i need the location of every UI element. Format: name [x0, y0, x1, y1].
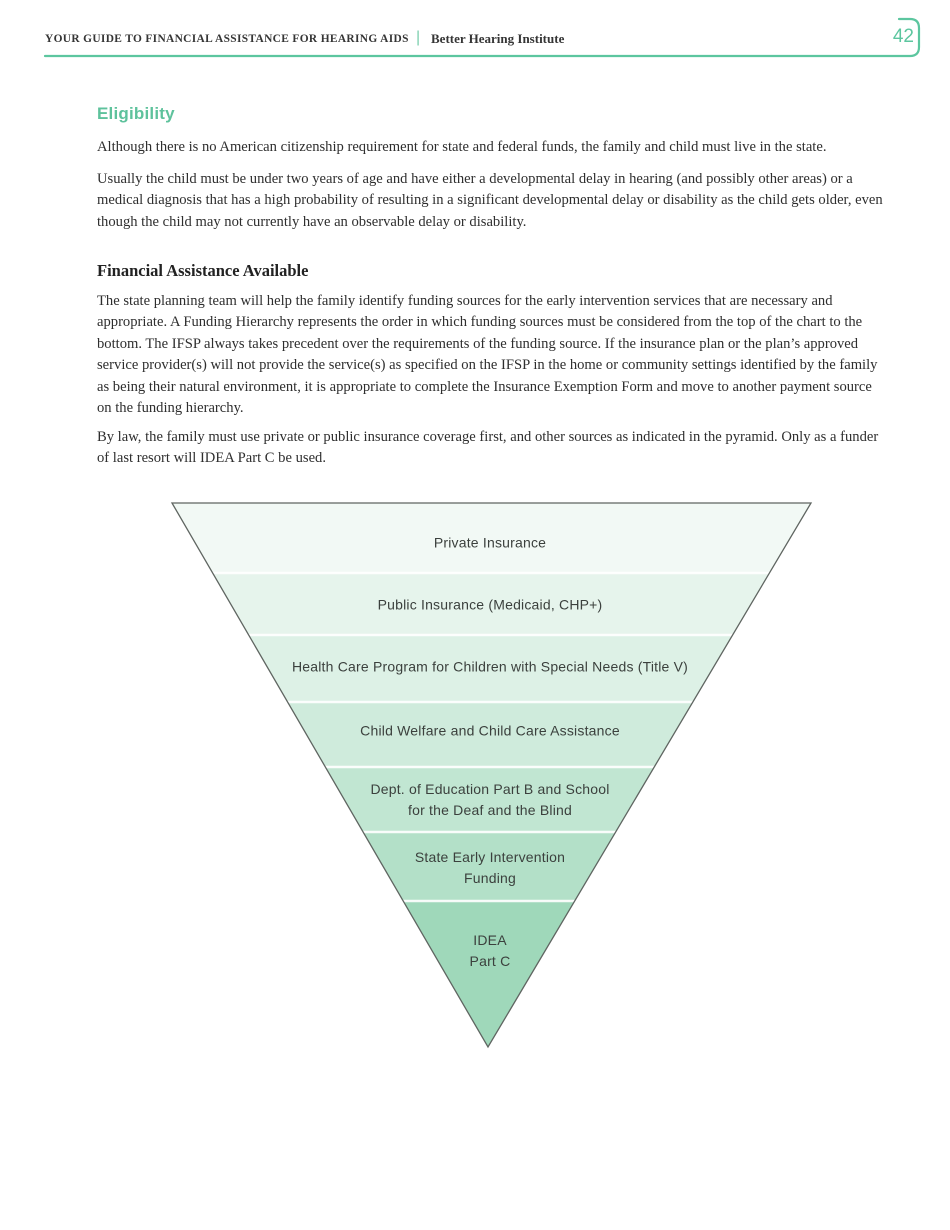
section-heading-financial-assistance: Financial Assistance Available [97, 261, 309, 280]
pyramid-band [172, 573, 811, 635]
pyramid-band [172, 901, 811, 1047]
financial-paragraph-1: The state planning team will help the fa… [97, 293, 878, 417]
pyramid-level-6-label: State Early Intervention Funding [414, 849, 566, 886]
pyramid-level-3-label: Health Care Program for Children with Sp… [291, 658, 689, 675]
pyramid-outline [170, 502, 813, 1049]
page-number: 42 [892, 26, 914, 47]
header-org-name: Better Hearing Institute [431, 31, 565, 46]
section-heading-eligibility: Eligibility [97, 104, 175, 123]
header-divider: | [416, 29, 421, 46]
financial-paragraph-2: By law, the family must use private or p… [97, 429, 879, 467]
eligibility-paragraph-2: Usually the child must be under two year… [97, 171, 883, 230]
pyramid-level-4-label: Child Welfare and Child Care Assistance [360, 722, 620, 739]
pyramid-level-2-label: Public Insurance (Medicaid, CHP+) [377, 596, 603, 613]
eligibility-paragraph-1: Although there is no American citizenshi… [97, 139, 827, 155]
pyramid-band [172, 503, 811, 573]
pyramid-level-1-label: Private Insurance [433, 534, 547, 551]
header-doc-title: YOUR GUIDE TO FINANCIAL ASSISTANCE FOR H… [45, 33, 409, 45]
funding-hierarchy-pyramid: Private Insurance Public Insurance (Medi… [160, 500, 820, 1060]
pyramid-level-7-label: IDEA Part C [469, 932, 511, 969]
pyramid-level-5-label: Dept. of Education Part B and School for… [370, 781, 610, 818]
pyramid-graphic [170, 502, 813, 1049]
